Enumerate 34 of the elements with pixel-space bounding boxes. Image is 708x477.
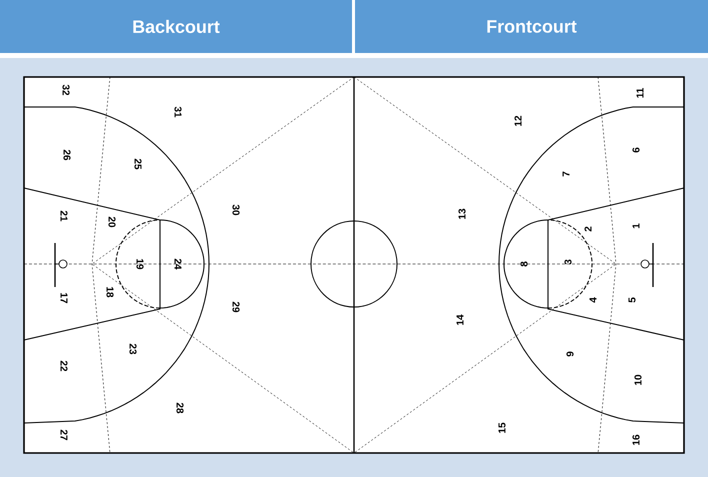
zone-number: 22 bbox=[60, 360, 68, 372]
zone-number: 21 bbox=[60, 210, 68, 222]
zone-number: 6 bbox=[632, 148, 640, 152]
zone-number: 17 bbox=[60, 293, 68, 304]
zone-number: 11 bbox=[636, 88, 644, 98]
zone-number: 14 bbox=[456, 314, 464, 325]
zone-number: 30 bbox=[232, 204, 240, 216]
zone-number: 5 bbox=[628, 298, 636, 302]
zone-number: 29 bbox=[232, 302, 240, 312]
zone-number: 1 bbox=[632, 224, 640, 228]
zone-number: 19 bbox=[136, 259, 144, 270]
zone-number: 3 bbox=[564, 260, 572, 265]
zone-number: 2 bbox=[584, 226, 592, 232]
zone-number: 13 bbox=[458, 208, 466, 219]
zone-number: 15 bbox=[498, 422, 506, 433]
zone-number: 9 bbox=[566, 352, 574, 356]
zone-number: 26 bbox=[63, 150, 71, 160]
zone-number: 27 bbox=[60, 430, 68, 440]
zone-number: 8 bbox=[520, 262, 528, 266]
zone-number: 23 bbox=[129, 344, 137, 354]
zone-number: 32 bbox=[62, 84, 70, 96]
zone-number: 10 bbox=[634, 374, 642, 385]
header-band: Backcourt bbox=[0, 0, 352, 53]
zone-number: 16 bbox=[632, 434, 640, 445]
zone-number: 24 bbox=[174, 258, 182, 270]
zone-number: 7 bbox=[562, 172, 570, 176]
zone-number: 18 bbox=[106, 287, 114, 298]
zone-number: 25 bbox=[134, 158, 142, 170]
zone-number: 20 bbox=[108, 216, 116, 228]
header-band: Frontcourt bbox=[355, 0, 708, 53]
zone-number: 4 bbox=[590, 297, 596, 303]
zone-number: 12 bbox=[514, 116, 522, 126]
zone-number: 31 bbox=[174, 106, 182, 118]
zone-number: 28 bbox=[176, 402, 184, 414]
